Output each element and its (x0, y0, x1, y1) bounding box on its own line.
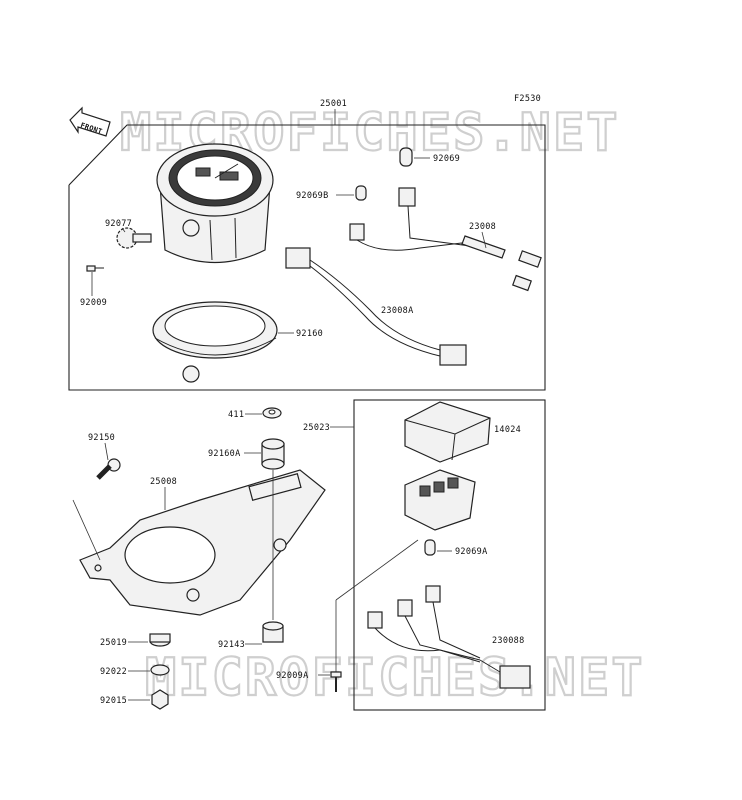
label-92009: 92009 (80, 298, 107, 308)
collar-92143 (262, 621, 284, 643)
ring-92160 (152, 301, 278, 383)
bulb-92069A (424, 539, 436, 556)
washer-92022 (150, 664, 170, 676)
label-92160: 92160 (296, 329, 323, 339)
grommet-92160A (261, 438, 285, 470)
bulb-92069 (398, 147, 416, 207)
indicator-unit (404, 469, 476, 531)
front-arrow-icon: FRONT (69, 106, 111, 137)
label-92160A: 92160A (208, 449, 241, 459)
kit-frame-upper (68, 124, 546, 391)
harness-230088 (367, 585, 531, 689)
label-25023: 25023 (303, 423, 330, 433)
watermark-bottom: MICROFICHES.NET (145, 648, 645, 708)
label-14024: 14024 (494, 425, 521, 435)
nut-92015 (151, 689, 169, 710)
label-92069: 92069 (433, 154, 460, 164)
label-92069B: 92069B (296, 191, 329, 201)
label-92150: 92150 (88, 433, 115, 443)
label-92077: 92077 (105, 219, 132, 229)
screw-92009A (330, 671, 342, 692)
label-23008: 23008 (469, 222, 496, 232)
cover-14024 (404, 401, 491, 463)
meter-assembly (156, 143, 274, 263)
label-92015: 92015 (100, 696, 127, 706)
bracket-25008 (72, 469, 326, 616)
label-411: 411 (228, 410, 244, 420)
bulb-92069B (355, 185, 367, 201)
label-92022: 92022 (100, 667, 127, 677)
harness-23008 (349, 205, 542, 292)
label-23008A: 23008A (381, 306, 414, 316)
label-92143: 92143 (218, 640, 245, 650)
label-25008: 25008 (150, 477, 177, 487)
screw-92009 (86, 265, 104, 272)
label-92009A: 92009A (276, 671, 309, 681)
label-25019: 25019 (100, 638, 127, 648)
bolt-92150 (96, 458, 121, 480)
figure-code: F2530 (514, 94, 541, 104)
label-92069A: 92069A (455, 547, 488, 557)
label-25001: 25001 (320, 99, 347, 109)
label-230088: 230088 (492, 636, 525, 646)
harness-23008A (285, 247, 467, 366)
gear-part-92077 (116, 227, 152, 249)
washer-411 (262, 407, 282, 419)
kit-frame-lower (353, 399, 546, 711)
spacer-25019 (149, 633, 171, 647)
